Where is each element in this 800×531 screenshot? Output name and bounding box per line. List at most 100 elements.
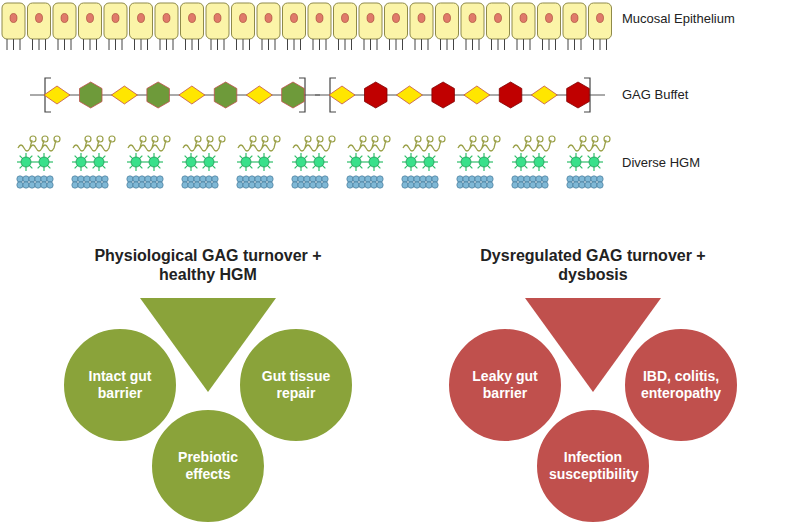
microbe-cell: [424, 157, 434, 167]
nucleus: [189, 14, 196, 23]
coccus: [72, 176, 78, 182]
spirochete: [195, 140, 209, 151]
microvillus: [428, 39, 429, 50]
coccus: [200, 182, 206, 188]
coccus: [573, 182, 579, 188]
coccus: [567, 182, 573, 188]
coccus: [298, 176, 304, 182]
microbe-cell: [76, 157, 86, 167]
coccus: [487, 176, 493, 182]
epithelial-cell: [155, 3, 178, 39]
epithelial-cell: [308, 3, 331, 39]
spirochete-head: [164, 136, 170, 142]
hexagon-unit: [365, 82, 388, 108]
epithelial-cell: [334, 3, 357, 39]
gag-chain: [315, 78, 605, 112]
coccus: [84, 182, 90, 188]
coccus: [512, 176, 518, 182]
coccus: [481, 182, 487, 188]
microbe-cell: [21, 157, 31, 167]
spirochete: [470, 140, 484, 151]
coccus: [151, 176, 157, 182]
microvillus: [268, 39, 269, 50]
coccus: [35, 182, 41, 188]
coccus: [487, 182, 493, 188]
spirochete: [348, 140, 362, 151]
coccus: [310, 176, 316, 182]
nucleus: [36, 14, 43, 23]
coccus: [249, 176, 255, 182]
coccus: [475, 176, 481, 182]
coccus: [102, 182, 108, 188]
nucleus: [163, 14, 170, 23]
hexagon-unit: [80, 82, 103, 108]
diamond-unit: [396, 86, 422, 104]
spirochete: [238, 140, 252, 151]
coccus: [402, 182, 408, 188]
nucleus: [316, 14, 323, 23]
coccus: [359, 182, 365, 188]
microvillus: [377, 39, 378, 50]
microvillus: [440, 39, 441, 50]
epithelial-cell: [563, 3, 586, 39]
microvillus: [504, 39, 505, 50]
coccus: [365, 176, 371, 182]
spirochete: [415, 140, 429, 151]
coccus: [96, 182, 102, 188]
coccus: [475, 182, 481, 188]
outcome-text: Intact gut barrier: [76, 368, 164, 403]
coccus: [194, 176, 200, 182]
microvillus: [122, 39, 123, 50]
epithelial-cell: [206, 3, 229, 39]
microvillus: [472, 39, 473, 50]
hexagon-unit: [147, 82, 170, 108]
art-stroke: [30, 95, 320, 96]
coccus: [200, 176, 206, 182]
coccus: [310, 182, 316, 188]
coccus: [432, 176, 438, 182]
microbe-cell: [149, 157, 159, 167]
coccus: [96, 176, 102, 182]
microvillus: [498, 39, 499, 50]
coccus: [243, 176, 249, 182]
microbe-group: [17, 136, 60, 188]
microvillus: [275, 39, 276, 50]
spirochete: [128, 140, 142, 151]
coccus: [591, 182, 597, 188]
nucleus: [265, 14, 272, 23]
epithelial-cell: [436, 3, 459, 39]
microvillus: [593, 39, 594, 50]
coccus: [585, 182, 591, 188]
outcome-circle: Gut tissue repair: [238, 327, 354, 443]
nucleus: [112, 14, 119, 23]
epithelial-cell: [461, 3, 484, 39]
coccus: [78, 176, 84, 182]
epithelial-cell: [512, 3, 535, 39]
coccus: [151, 182, 157, 188]
coccus: [157, 176, 163, 182]
microbe-cell: [461, 157, 471, 167]
nucleus: [367, 14, 374, 23]
coccus: [420, 176, 426, 182]
coccus: [243, 182, 249, 188]
coccus: [524, 176, 530, 182]
coccus: [267, 182, 273, 188]
coccus: [408, 182, 414, 188]
diamond-unit: [179, 86, 205, 104]
microvillus: [160, 39, 161, 50]
coccus: [322, 182, 328, 188]
coccus: [261, 176, 267, 182]
coccus: [133, 182, 139, 188]
spirochete-head: [482, 136, 488, 142]
coccus: [72, 182, 78, 188]
spirochete-head: [274, 136, 280, 142]
microvillus: [185, 39, 186, 50]
spirochete-head: [384, 136, 390, 142]
coccus: [255, 176, 261, 182]
spirochete-head: [439, 136, 445, 142]
microvillus: [13, 39, 14, 50]
coccus: [414, 176, 420, 182]
hexagon-unit: [282, 82, 305, 108]
microbe-cell: [479, 157, 489, 167]
microvillus: [64, 39, 65, 50]
